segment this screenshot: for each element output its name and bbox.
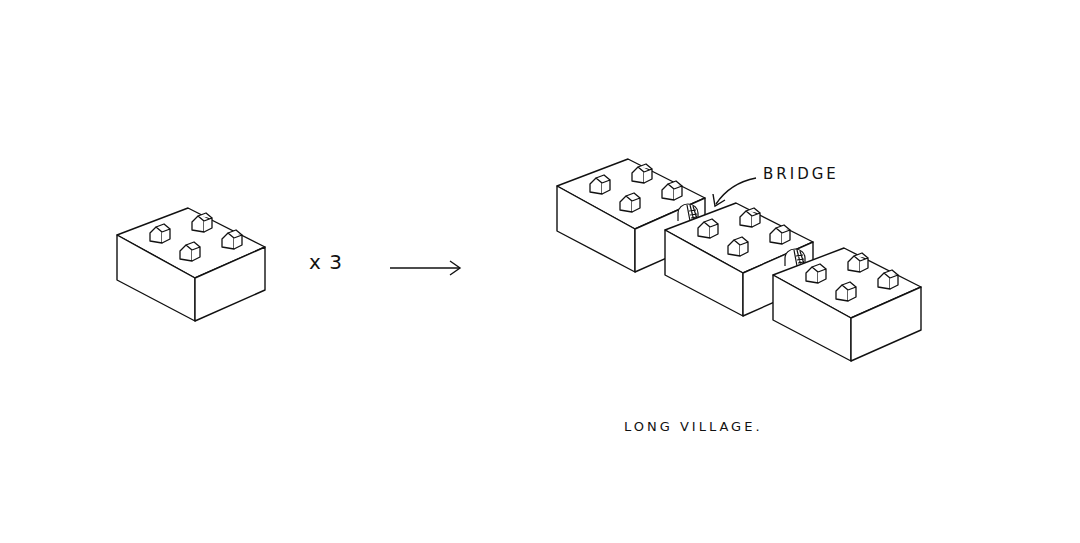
long-village [557, 159, 921, 361]
arrow [390, 267, 460, 268]
single-block [117, 208, 265, 321]
leader-arrow-head [713, 194, 725, 206]
multiplier-label: x 3 [309, 251, 343, 273]
arrow-head [450, 261, 460, 275]
caption-label: LONG VILLAGE. [624, 420, 763, 434]
leader-arrow [716, 178, 756, 204]
callout-label: BRIDGE [763, 166, 839, 183]
